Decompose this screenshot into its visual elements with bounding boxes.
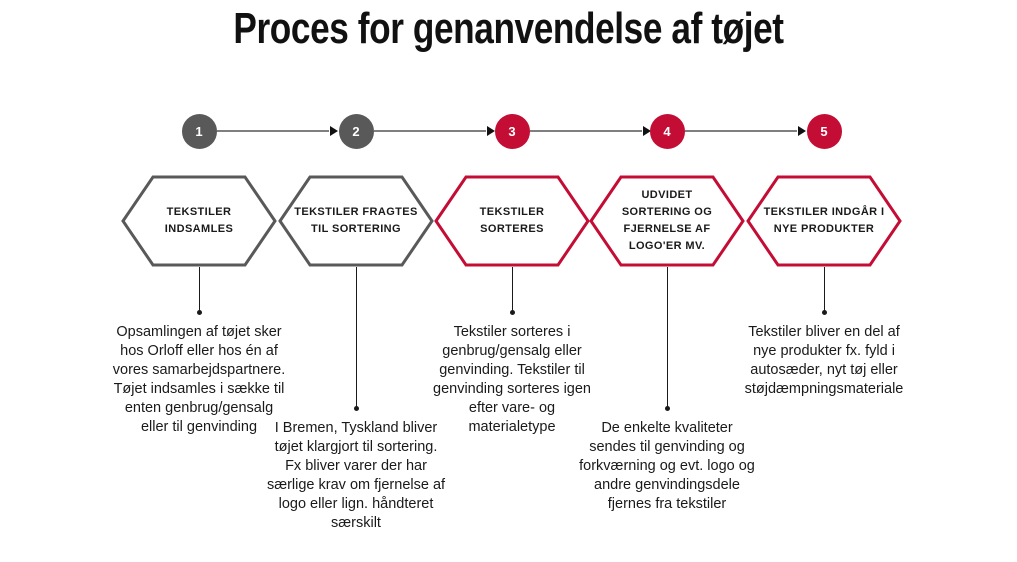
- step-hexagon-label: TEKSTILER INDGÅR I NYE PRODUKTER: [763, 206, 885, 235]
- arrowhead-icon: [330, 126, 338, 136]
- arrowhead-icon: [487, 126, 495, 136]
- step-circle-4: 4: [649, 114, 685, 149]
- step-description-1: Opsamlingen af tøjet sker hos Orloff ell…: [112, 324, 286, 435]
- step-circle-1: 1: [181, 114, 217, 149]
- step-hexagon-label: TEKSTILER FRAGTES TIL SORTERING: [294, 206, 418, 235]
- step-description-2: I Bremen, Tyskland bliver tøjet klargjor…: [266, 420, 446, 531]
- hexagon-shape: [278, 175, 434, 267]
- leader-dot-4: [664, 406, 670, 411]
- leader-line-1: [198, 267, 200, 312]
- leader-dot-5: [821, 310, 827, 315]
- connector-line-2-3: [374, 130, 486, 132]
- step-circle-5: 5: [806, 114, 842, 149]
- step-number: 2: [352, 124, 360, 139]
- step-number: 3: [508, 124, 516, 139]
- step-number: 4: [663, 124, 671, 139]
- arrowhead-icon: [643, 126, 651, 136]
- leader-dot-1: [196, 310, 202, 315]
- step-hexagon-5: TEKSTILER INDGÅR I NYE PRODUKTER: [746, 175, 902, 267]
- connector-line-1-2: [217, 130, 329, 132]
- page-title: Proces for genanvendelse af tøjet: [233, 4, 784, 53]
- leader-line-3: [511, 267, 513, 312]
- hexagon-shape: [434, 175, 590, 267]
- step-hexagon-label: TEKSTILER INDSAMLES: [164, 206, 234, 235]
- hexagon-shape: [746, 175, 902, 267]
- step-description-3: Tekstiler sorteres i genbrug/gensalg ell…: [433, 324, 591, 435]
- step-hexagon-2: TEKSTILER FRAGTES TIL SORTERING: [278, 175, 434, 267]
- step-hexagon-1: TEKSTILER INDSAMLES: [121, 175, 277, 267]
- hexagon-shape: [121, 175, 277, 267]
- step-description-4: De enkelte kvaliteter sendes til genvind…: [579, 420, 755, 512]
- step-hexagon-label: UDVIDET SORTERING OG FJERNELSE AF LOGO'E…: [621, 189, 713, 252]
- hexagon-shape: [589, 175, 745, 267]
- connector-line-4-5: [685, 130, 797, 132]
- step-description-5: Tekstiler bliver en del af nye produkter…: [744, 324, 904, 397]
- arrowhead-icon: [798, 126, 806, 136]
- step-circle-2: 2: [338, 114, 374, 149]
- step-circle-3: 3: [494, 114, 530, 149]
- leader-line-5: [823, 267, 825, 312]
- step-hexagon-label: TEKSTILER SORTERES: [479, 206, 545, 235]
- leader-dot-2: [353, 406, 359, 411]
- step-hexagon-3: TEKSTILER SORTERES: [434, 175, 590, 267]
- step-number: 5: [820, 124, 828, 139]
- step-number: 1: [195, 124, 203, 139]
- leader-line-4: [666, 267, 668, 408]
- leader-line-2: [355, 267, 357, 408]
- leader-dot-3: [509, 310, 515, 315]
- step-hexagon-4: UDVIDET SORTERING OG FJERNELSE AF LOGO'E…: [589, 175, 745, 267]
- connector-line-3-4: [530, 130, 642, 132]
